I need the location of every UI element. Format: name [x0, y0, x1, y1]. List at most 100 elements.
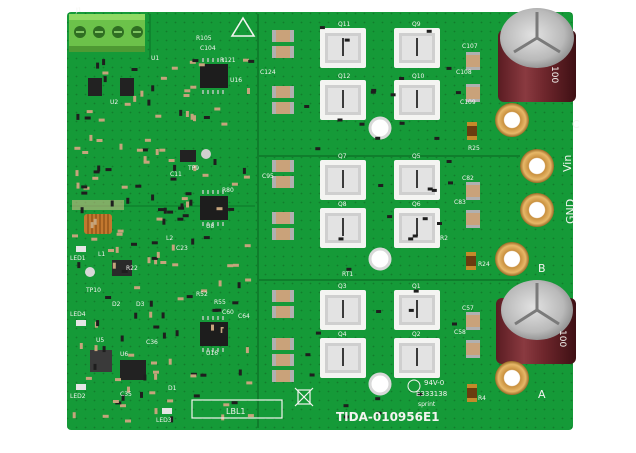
mosfet-ref-label: Q3: [338, 283, 347, 290]
smd-passive: [85, 376, 92, 380]
smd-passive: [173, 164, 177, 171]
smd-passive: [147, 99, 151, 106]
ref-c57: C57: [462, 305, 474, 312]
smd-passive: [202, 173, 209, 177]
smd-passive: [156, 217, 163, 221]
smd-passive: [344, 38, 350, 42]
ref-r22: R22: [126, 265, 138, 272]
smd-passive: [203, 116, 210, 119]
smd-passive: [76, 182, 80, 189]
smd-passive: [75, 170, 79, 177]
ceramic-capacitor: [272, 46, 294, 58]
smd-passive: [163, 207, 167, 214]
ref-c83: C83: [454, 199, 466, 206]
gate-driver-ics: [200, 64, 228, 346]
cap-value-label-2: 100: [557, 330, 567, 347]
ref-led4: LED4: [70, 311, 86, 318]
smd-passive: [315, 331, 321, 335]
smd-passive: [215, 308, 222, 312]
mosfet-package: [394, 160, 440, 200]
smd-passive: [220, 327, 224, 333]
ref-tp9: TP9: [187, 165, 199, 172]
ref-c109: C109: [460, 99, 476, 106]
terminal-b-label: B: [538, 262, 546, 275]
smd-passive: [119, 143, 123, 150]
smd-passive: [232, 301, 239, 305]
smd-passive: [154, 258, 158, 265]
ref-c124: C124: [260, 69, 276, 76]
smd-passive: [399, 77, 405, 80]
smd-passive: [243, 58, 249, 62]
smd-passive: [151, 256, 158, 260]
smd-passive: [200, 373, 207, 377]
ref-r55: R55: [214, 299, 226, 306]
smd-passive: [375, 397, 381, 401]
ref-c23: C23: [176, 245, 188, 252]
shunt-resistors: [466, 122, 477, 402]
smd-passive: [186, 201, 189, 208]
ceramic-capacitor: [466, 52, 480, 70]
small-passives: [72, 26, 461, 423]
smd-passive: [144, 138, 151, 142]
ceramic-capacitor: [466, 210, 480, 228]
smd-passive: [343, 404, 349, 408]
smd-passive: [193, 165, 197, 172]
smd-passive: [89, 134, 93, 141]
smd-passive: [437, 222, 442, 225]
smd-passive: [72, 412, 76, 419]
smd-passive: [221, 414, 225, 421]
smd-passive: [161, 312, 165, 319]
smd-passive: [93, 363, 97, 370]
smd-passive: [124, 102, 131, 106]
smd-passive: [112, 262, 116, 269]
smd-passive: [426, 29, 432, 33]
smd-passive: [103, 76, 107, 83]
smd-passive: [175, 330, 179, 337]
smd-passive: [343, 415, 349, 419]
smd-passive: [190, 85, 197, 89]
smd-passive: [193, 115, 196, 122]
smd-passive: [177, 297, 184, 301]
ul-number: E333138: [416, 390, 447, 398]
ceramic-capacitor: [272, 290, 294, 302]
ref-r4: R4: [478, 395, 486, 402]
smd-passive: [105, 296, 112, 299]
smd-passive: [91, 237, 98, 241]
smd-passive: [105, 168, 112, 172]
smd-passive: [319, 26, 325, 30]
mosfet-package: [320, 28, 366, 68]
smd-passive: [309, 373, 315, 377]
ref-c104: C104: [200, 45, 216, 52]
terminal-c-label: C: [572, 118, 580, 131]
smd-passive: [203, 236, 210, 240]
electrolytic-capacitor-bottom: 100: [496, 280, 576, 364]
terminal-vin-label: Vin: [561, 155, 574, 172]
smd-passive: [127, 386, 130, 393]
smd-passive: [171, 244, 175, 251]
smd-passive: [408, 308, 414, 312]
smd-passive: [80, 207, 84, 214]
mosfet-package: [320, 290, 366, 330]
ref-c11: C11: [170, 171, 182, 178]
smd-passive: [84, 116, 91, 120]
smd-passive: [337, 118, 343, 122]
smd-passive: [126, 197, 130, 204]
smd-passive: [446, 160, 452, 163]
smd-passive: [177, 217, 184, 221]
smd-passive: [149, 311, 153, 318]
smd-passive: [370, 90, 376, 94]
ref-c58: C58: [454, 329, 466, 336]
smd-passive: [120, 404, 126, 408]
ceramic-capacitor: [272, 338, 294, 350]
smd-passive: [387, 215, 393, 219]
ref-d1: D1: [168, 385, 177, 392]
mosfet-package: [320, 160, 366, 200]
smd-passive: [153, 370, 159, 374]
smd-passive: [376, 310, 382, 313]
smd-passive: [162, 332, 166, 339]
smd-passive: [154, 373, 158, 380]
smd-passive: [390, 93, 396, 97]
smd-passive: [96, 62, 100, 69]
smd-passive: [77, 262, 81, 269]
smd-passive: [417, 392, 423, 396]
